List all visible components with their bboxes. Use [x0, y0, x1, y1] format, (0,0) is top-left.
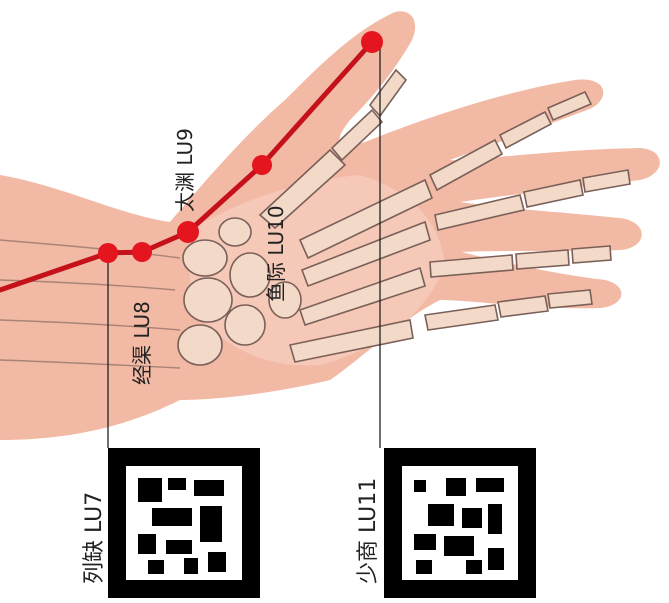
label-lu11: 少商 LU11	[358, 478, 380, 584]
label-lu10: 鱼际 LU10	[266, 205, 286, 302]
acupoint-lu7	[98, 243, 118, 263]
acupoint-lu11	[361, 31, 383, 53]
acupoint-lu8	[132, 242, 152, 262]
fiducial-marker-right	[384, 448, 536, 598]
label-lu7: 列缺 LU7	[84, 492, 106, 584]
acupoint-lu9	[177, 221, 199, 243]
label-lu9: 太渊 LU9	[175, 128, 195, 212]
acupoint-lu10	[252, 155, 272, 175]
label-lu8: 经渠 LU8	[132, 301, 152, 385]
fiducial-marker-left	[108, 448, 260, 598]
